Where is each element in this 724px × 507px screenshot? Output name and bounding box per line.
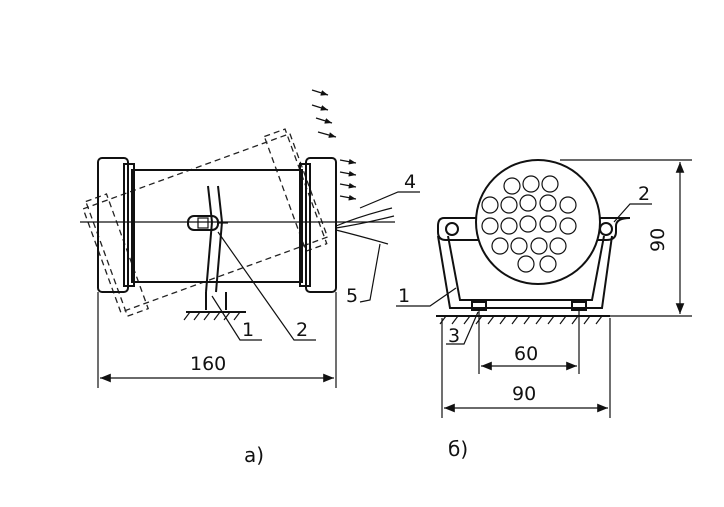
dim-label-160: 160 (190, 353, 226, 375)
leader-1b (396, 287, 457, 307)
dim-label-height: 90 (647, 228, 669, 252)
left-ear (437, 217, 478, 241)
leader-3b (446, 311, 479, 345)
bolt-head (197, 217, 209, 229)
callout-1a: 1 (242, 319, 254, 341)
ground-hatch-b (439, 315, 603, 325)
left-end-cap (97, 157, 129, 293)
leader-2a (217, 231, 316, 341)
figure-a-side-view: 4 5 1 2 160 а) (80, 89, 420, 467)
dim-label-width: 90 (512, 383, 536, 405)
caption-b: б) (448, 437, 468, 461)
mounting-bracket (205, 185, 224, 293)
led-array (481, 175, 577, 273)
u-bracket (437, 235, 613, 309)
callout-3b: 3 (448, 325, 460, 347)
right-ear-hole (599, 222, 613, 236)
callout-4: 4 (404, 171, 416, 193)
u-bracket-inner (447, 235, 605, 301)
right-ear (598, 217, 631, 241)
right-flange (299, 163, 311, 287)
dim-label-60: 60 (514, 343, 538, 365)
callout-2a: 2 (296, 319, 308, 341)
leader-5 (359, 243, 381, 303)
wire-4b (335, 215, 395, 229)
leader-4 (359, 191, 420, 209)
left-flange (123, 163, 135, 287)
lamp-head (475, 159, 601, 285)
figure-b-front-view: 90 60 90 2 1 3 б) (396, 159, 692, 461)
ground-hatch-a (183, 311, 241, 321)
wire-4 (335, 207, 393, 227)
right-end-cap (305, 157, 337, 293)
leader-1a (211, 295, 262, 341)
left-ear-hole (445, 222, 459, 236)
callout-1b: 1 (398, 285, 410, 307)
leader-2b (613, 203, 652, 223)
caption-a: а) (244, 443, 264, 467)
callout-2b: 2 (638, 183, 650, 205)
callout-5: 5 (346, 285, 358, 307)
wire-5 (335, 229, 389, 245)
bracket-foot (205, 292, 227, 310)
emission-arrows (311, 89, 357, 201)
